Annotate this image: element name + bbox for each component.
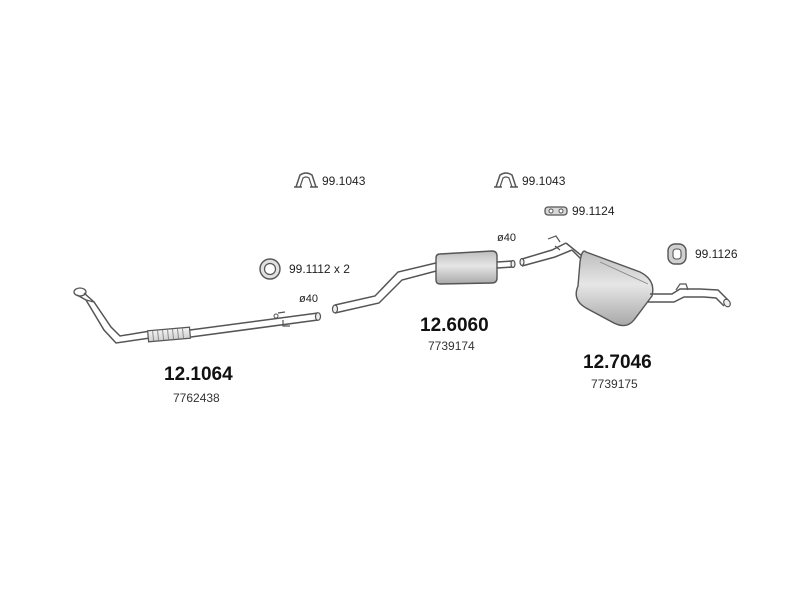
rear-silencer-body — [575, 250, 654, 327]
oem-number: 7762438 — [173, 391, 220, 405]
pipe-diameter-label: ø40 — [299, 293, 318, 305]
hanger-ring-icon — [667, 243, 687, 265]
rubber-mount-icon — [544, 206, 568, 216]
oem-number: 7739174 — [428, 339, 475, 353]
rear-silencer-12-7046 — [519, 235, 731, 327]
oem-number: 7739175 — [591, 377, 638, 391]
middle-silencer-body — [435, 250, 498, 285]
accessory-code: 99.1043 — [522, 174, 566, 188]
accessory-code: 99.1126 — [695, 247, 738, 261]
pipe-hanger-bracket — [277, 311, 290, 327]
clamp-icon — [294, 172, 318, 188]
accessory-code: 99.1043 — [322, 174, 366, 188]
front-flange — [73, 287, 87, 297]
accessory-code: 99.1124 — [572, 204, 615, 218]
part-number: 12.1064 — [164, 364, 233, 385]
clamp-icon — [494, 172, 518, 188]
flex-section — [146, 326, 192, 343]
pipe-diameter-label: ø40 — [497, 232, 516, 244]
part-number: 12.6060 — [420, 315, 489, 336]
part-number: 12.7046 — [583, 352, 652, 373]
middle-silencer-12-6060 — [331, 250, 516, 314]
accessory-code: 99.1112 x 2 — [289, 262, 350, 276]
gasket-ring-icon — [259, 258, 281, 280]
front-pipe-12-1064 — [73, 287, 322, 344]
